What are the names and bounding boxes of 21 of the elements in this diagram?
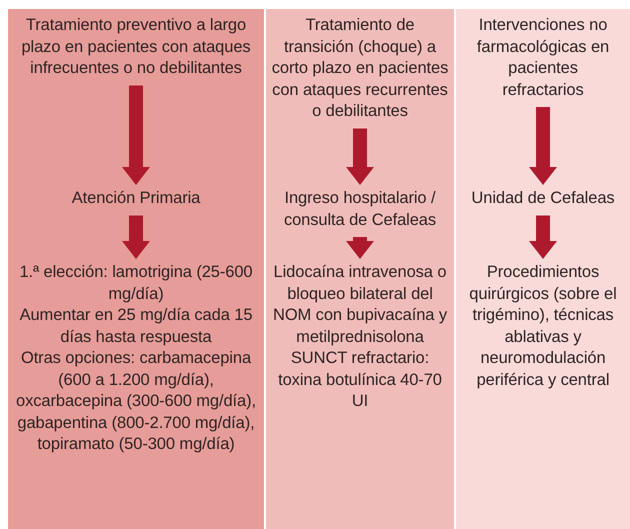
arrow [346,237,374,259]
step-text: Procedimientos quirúrgicos (sobre el trigémino), técnicas ablativas y neuromodulación periférica y central [468,262,618,391]
arrow [122,216,150,259]
step-text: Tratamiento preventivo a largo plazo en pacientes con ataques infrecuentes o no debilitantes [14,15,258,80]
arrow [529,107,557,185]
step-text: Tratamiento de transición (choque) a corto plazo en pacientes con ataques recurrentes o debilitantes [271,15,449,122]
step-text: Atención Primaria [14,188,258,210]
step-text: Lidocaína intravenosa o bloqueo bilateral del NOM con bupivacaína y metilprednisolona [272,262,448,348]
step-text: Ingreso hospitalario / consulta de Cefaleas [271,188,449,231]
step-text: 1.ª elección: lamotrigina (25-600 mg/día) [18,262,254,304]
step-text: Aumentar en 25 mg/día cada 15 días hasta respuesta [18,305,254,348]
step-text: SUNCT refractario: toxina botulínica 40-70 UI [277,348,443,412]
step-text: Otras opciones: carbamacepina (600 a 1.200 mg/día), oxcarbacepina (300-600 mg/día), gabapentina (800-2.700 mg/día), topiramato (50-300 mg/día) [15,348,257,455]
arrow [346,128,374,185]
step-text: Unidad de Cefaleas [468,188,618,210]
arrow [122,86,150,185]
column-panel [456,9,630,529]
column-panel [266,9,454,529]
column-panel [8,9,264,529]
step-text: Intervenciones no farmacológicas en pacientes refractarios [468,15,618,101]
arrow [529,216,557,259]
